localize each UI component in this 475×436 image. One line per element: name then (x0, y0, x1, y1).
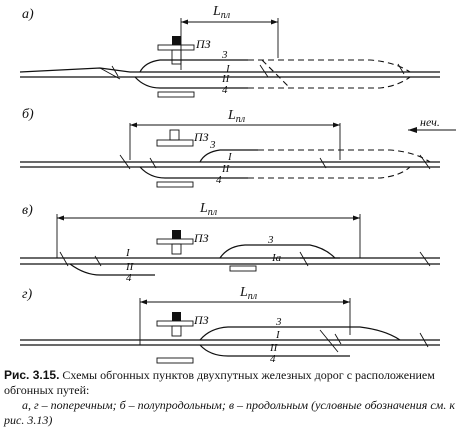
svg-text:3: 3 (221, 49, 228, 61)
scheme-a: а) Lпл ПЗ 3 I II 4 (19, 4, 440, 98)
svg-text:II: II (221, 163, 231, 175)
scheme-d-track-3 (199, 326, 401, 341)
scheme-c-station-label: ПЗ (193, 231, 209, 245)
scheme-b-track-3 (199, 149, 258, 163)
svg-text:I: I (125, 247, 131, 259)
figure-caption: Рис. 3.15. Схемы обгонных пунктов двухпу… (4, 368, 470, 428)
svg-text:3: 3 (209, 139, 216, 151)
scheme-a-letter: а) (22, 7, 34, 22)
caption-number: Рис. 3.15. (4, 368, 60, 382)
svg-text:4: 4 (216, 174, 222, 186)
scheme-b-station-label: ПЗ (193, 130, 209, 144)
svg-text:4: 4 (270, 353, 276, 365)
scheme-c-track-3 (219, 244, 336, 259)
scheme-d-station-label: ПЗ (193, 313, 209, 327)
svg-text:I: I (225, 63, 231, 75)
scheme-a-station-label: ПЗ (195, 37, 211, 51)
overtaking-stations-diagram: а) Lпл ПЗ 3 I II 4 б) Lпл (19, 4, 456, 365)
scheme-c-track-4 (69, 263, 155, 276)
svg-text:II: II (221, 73, 231, 85)
scheme-c: в) Lпл ПЗ 3 I Ia II 4 (20, 201, 440, 284)
svg-text:4: 4 (126, 272, 132, 284)
caption-legend: а, г – поперечным; б – полупродольным; в… (4, 398, 455, 427)
svg-text:Ia: Ia (271, 252, 282, 264)
svg-text:I: I (275, 329, 281, 341)
scheme-d-span-label: Lпл (239, 285, 258, 302)
scheme-a-track-3 (139, 59, 248, 73)
scheme-a-span-label: Lпл (212, 4, 231, 21)
scheme-b-track-4 (139, 166, 248, 179)
svg-text:3: 3 (275, 316, 282, 328)
svg-text:II: II (125, 261, 135, 273)
scheme-a-track-4 (134, 76, 248, 89)
scheme-d-track-4 (199, 344, 350, 357)
svg-text:II: II (269, 342, 279, 354)
scheme-b-span-label: Lпл (227, 108, 246, 125)
scheme-a-track-I (19, 67, 440, 73)
svg-text:3: 3 (267, 234, 274, 246)
scheme-c-span-label: Lпл (199, 201, 218, 218)
caption-text: Схемы обгонных пунктов двухпутных железн… (4, 368, 435, 397)
scheme-c-letter: в) (22, 203, 33, 218)
scheme-b-letter: б) (22, 107, 34, 122)
scheme-d: г) Lпл ПЗ 3 I II 4 (20, 285, 440, 365)
svg-text:I: I (227, 151, 233, 163)
scheme-b-direction: неч. (420, 115, 440, 129)
svg-text:4: 4 (222, 84, 228, 96)
scheme-b: б) Lпл неч. ПЗ 3 I II 4 (20, 107, 456, 188)
scheme-a-station-mark (172, 36, 181, 45)
scheme-d-letter: г) (22, 287, 32, 302)
